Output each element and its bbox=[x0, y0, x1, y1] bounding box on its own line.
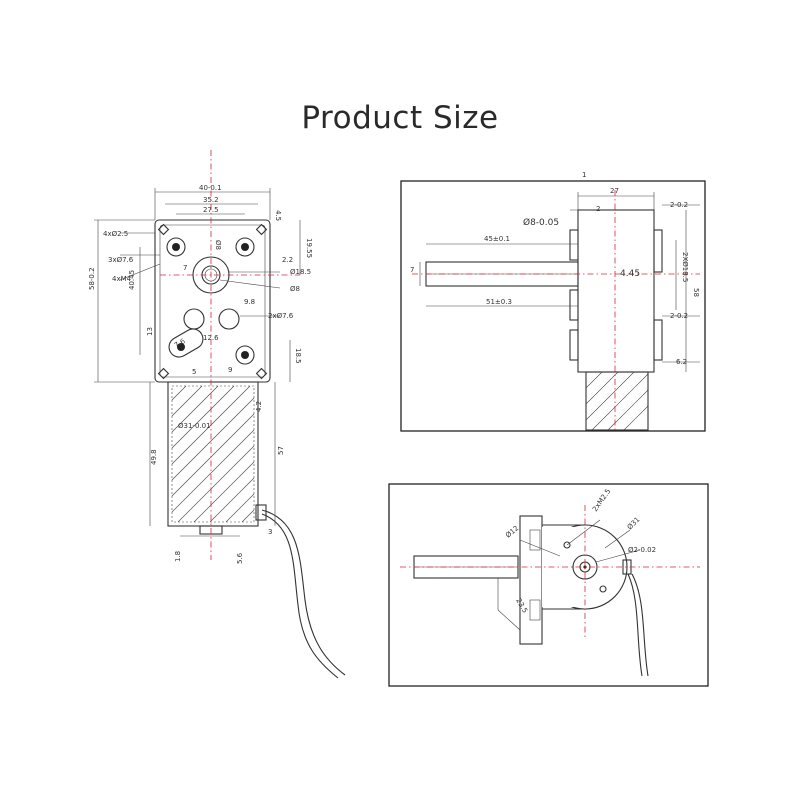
dim-label: 35.2 bbox=[203, 196, 219, 204]
dim-label: 49.8 bbox=[150, 449, 158, 465]
dim-label: Ø18.5 bbox=[290, 268, 311, 276]
side-view: 1 27 2 2-0.2 Ø8-0.05 45±0.1 7 4.45 2XØ18… bbox=[400, 171, 706, 432]
dim-label: 58 bbox=[692, 288, 700, 297]
dim-label: 6.2 bbox=[676, 358, 687, 366]
page-title: Product Size bbox=[301, 100, 499, 136]
dim-label: 40.45 bbox=[128, 270, 136, 290]
wire bbox=[261, 509, 346, 676]
mounting-hole bbox=[166, 237, 186, 257]
dim-label: 3xØ7.6 bbox=[108, 256, 134, 264]
dim-label: Ø2-0.02 bbox=[628, 546, 656, 554]
slot bbox=[168, 328, 204, 358]
dim-label: 7 bbox=[410, 266, 414, 274]
dim-label: 27 bbox=[610, 187, 619, 195]
dim-label: 2XØ18.5 bbox=[681, 252, 689, 282]
mounting-hole bbox=[235, 237, 255, 257]
dim-label: 13 bbox=[146, 327, 154, 336]
wire bbox=[627, 573, 643, 677]
dim-label: 40-0.1 bbox=[199, 184, 222, 192]
dim-label: 1 bbox=[582, 171, 586, 179]
dim-label: 19.55 bbox=[305, 238, 313, 258]
mounting-hole bbox=[235, 345, 255, 365]
dim-label: 1.8 bbox=[174, 551, 182, 562]
front-view: 40-0.1 35.2 27.5 4.5 4xØ2.5 3xØ7.6 4xM4 … bbox=[88, 150, 346, 679]
dim-label: 51±0.3 bbox=[486, 298, 512, 306]
dim-label: 4xØ2.5 bbox=[103, 230, 128, 238]
dim-label: 27.5 bbox=[203, 206, 219, 214]
dim-label: 2.2 bbox=[282, 256, 293, 264]
motor-body bbox=[167, 381, 259, 527]
dim-label: Ø31-0.01 bbox=[178, 422, 211, 430]
motor-section bbox=[585, 371, 649, 431]
dim-label: 2-0.2 bbox=[670, 312, 688, 320]
dim-label: 4.2 bbox=[255, 401, 263, 412]
dim-label: 2-0.2 bbox=[670, 201, 688, 209]
dim-label: 2xØ7.6 bbox=[268, 312, 294, 320]
dim-label: 58-0.2 bbox=[88, 267, 96, 290]
dim-label: 5 bbox=[192, 368, 196, 376]
dim-label: 7 bbox=[183, 264, 187, 272]
dim-label: 9 bbox=[228, 366, 232, 374]
dim-label: 4xM4 bbox=[112, 275, 132, 283]
dim-label: 18.5 bbox=[294, 348, 302, 364]
dim-label: 3 bbox=[268, 528, 272, 536]
dim-label: 12.6 bbox=[203, 334, 219, 342]
wire bbox=[631, 573, 649, 677]
dim-label: Ø8-0.05 bbox=[523, 217, 559, 228]
dim-label: 7.6 bbox=[173, 337, 187, 350]
dim-label: 5.6 bbox=[236, 552, 244, 564]
end-view: 2xM2.5 Ø12 Ø31 Ø2-0.02 23.5 bbox=[388, 483, 709, 687]
dim-label: 45±0.1 bbox=[484, 235, 510, 243]
dim-label: Ø8 bbox=[214, 240, 222, 250]
dim-label: 9.8 bbox=[244, 298, 255, 306]
dim-label: 4.45 bbox=[620, 269, 640, 279]
dim-label: 2 bbox=[596, 205, 600, 213]
dim-label: 4.5 bbox=[274, 210, 282, 221]
dim-label: 57 bbox=[277, 446, 285, 455]
dim-label: Ø8 bbox=[290, 285, 300, 293]
wire bbox=[261, 513, 339, 679]
